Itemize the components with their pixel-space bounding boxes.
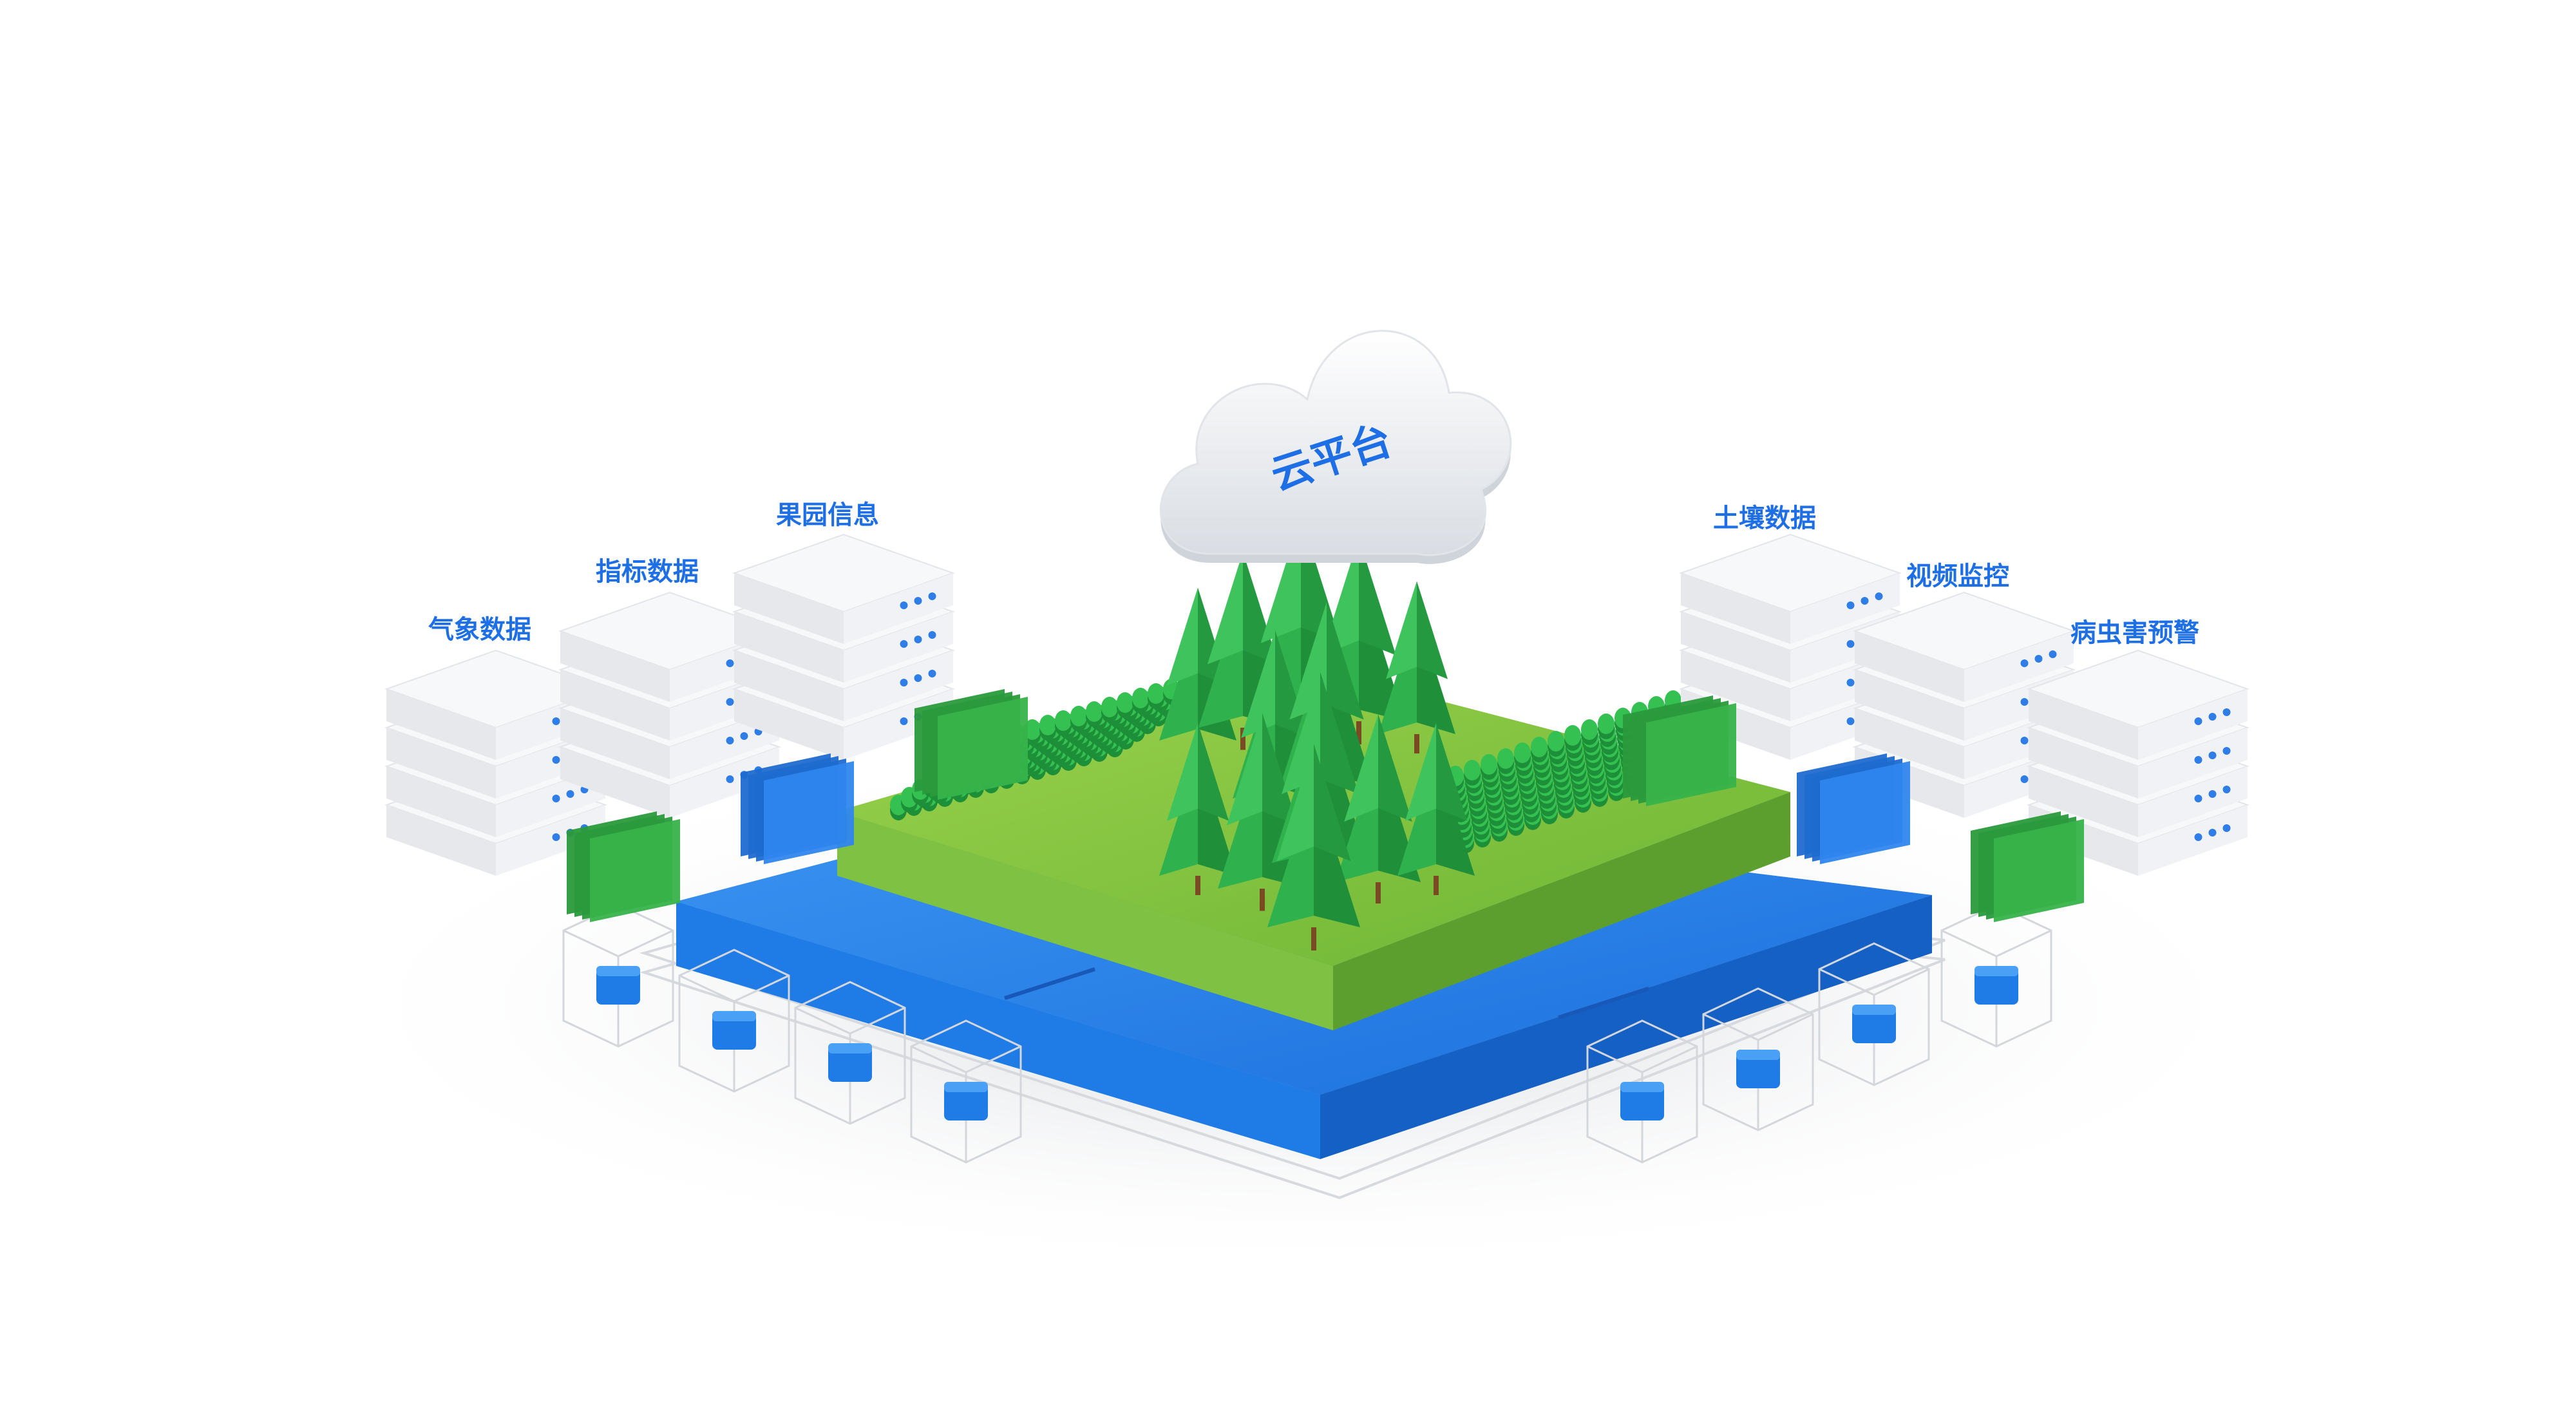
sensor-cube <box>910 1019 1022 1164</box>
server-stack <box>558 591 782 818</box>
pine-tree <box>1378 581 1455 753</box>
bush <box>1548 731 1564 757</box>
connector-panel <box>567 811 680 922</box>
bush <box>1101 697 1118 723</box>
pine-tree <box>1218 712 1307 911</box>
bush <box>1581 719 1598 745</box>
sensor-cube <box>1818 942 1930 1086</box>
bush <box>1497 748 1514 774</box>
server-label-soil: 土壤数据 <box>1713 504 1816 533</box>
bush <box>1132 688 1149 714</box>
pine-tree <box>1267 744 1360 950</box>
bush <box>1039 715 1056 741</box>
server-label-orchard-info: 果园信息 <box>776 500 879 530</box>
bush <box>1148 683 1164 709</box>
bush <box>1464 760 1481 786</box>
bush <box>1086 701 1103 727</box>
pine-trees <box>1159 516 1475 950</box>
bush <box>1531 737 1548 762</box>
sensor-cubes <box>562 903 2052 1164</box>
sensor-cube <box>794 981 906 1125</box>
pine-tree <box>1159 723 1236 895</box>
sensor-cube <box>1586 1019 1698 1164</box>
connector-panel <box>1971 811 2084 922</box>
bush <box>1070 706 1087 732</box>
server-stack <box>1852 591 2076 818</box>
bush <box>1024 719 1041 745</box>
server-label-weather: 气象数据 <box>428 615 531 645</box>
server-stack <box>2026 649 2250 876</box>
server-label-indicators: 指标数据 <box>596 557 699 587</box>
connector-panel <box>1623 695 1736 806</box>
sensor-cube <box>1702 987 1814 1131</box>
bush <box>1481 754 1497 780</box>
server-stack <box>384 649 608 876</box>
bush <box>1564 725 1581 751</box>
bush <box>1055 710 1072 736</box>
server-stacks <box>384 533 2250 922</box>
bush <box>1117 692 1133 718</box>
connector-panel <box>1797 753 1910 864</box>
connector-panel <box>741 753 854 864</box>
server-label-video: 视频监控 <box>1906 562 2009 591</box>
pine-tree <box>1397 723 1475 895</box>
cloud-icon <box>1159 330 1512 564</box>
server-stack <box>732 533 956 760</box>
bush <box>1598 714 1615 739</box>
bush <box>1514 742 1531 768</box>
server-label-pest-alert: 病虫害预警 <box>2070 618 2199 648</box>
sensor-cube <box>678 949 790 1093</box>
connector-panel <box>914 689 1028 800</box>
